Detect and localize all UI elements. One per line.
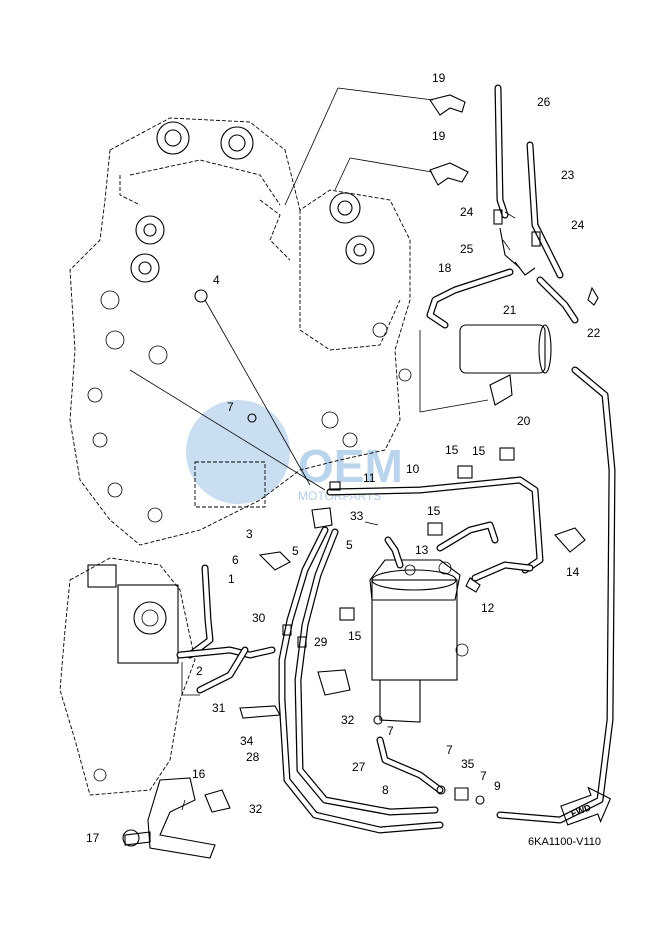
callout-15c: 15 (427, 504, 441, 518)
callout-35: 35 (461, 757, 475, 771)
callout-17: 17 (86, 831, 100, 845)
callout-24a: 24 (460, 205, 474, 219)
callout-1: 1 (228, 572, 235, 586)
callout-15b: 15 (472, 444, 486, 458)
callout-23: 23 (561, 168, 575, 182)
callout-4: 4 (213, 273, 220, 287)
vapor-separator (369, 559, 469, 723)
callout-10: 10 (406, 462, 420, 476)
callout-20: 20 (517, 414, 531, 428)
callout-19b: 19 (432, 129, 446, 143)
hoses (176, 84, 616, 834)
callout-21: 21 (503, 303, 517, 317)
callout-9: 9 (494, 779, 501, 793)
callout-8: 8 (382, 783, 389, 797)
callout-7c: 7 (446, 743, 453, 757)
callout-15d: 15 (348, 629, 362, 643)
callout-11: 11 (363, 471, 376, 485)
callout-6: 6 (232, 553, 239, 567)
callout-5a: 5 (292, 544, 299, 558)
callout-16: 16 (192, 767, 206, 781)
fwd-arrow-badge: FWD (560, 786, 612, 826)
callout-12: 12 (481, 601, 495, 615)
callout-7d: 7 (480, 769, 487, 783)
diagram-code: 6KA1100-V110 (528, 836, 601, 848)
callout-14: 14 (566, 565, 580, 579)
callout-7b: 7 (387, 724, 394, 738)
callout-13: 13 (415, 543, 429, 557)
small-parts (194, 94, 599, 813)
fwd-label: FWD (570, 802, 593, 819)
lower-engine (59, 557, 196, 796)
callout-25: 25 (460, 242, 474, 256)
callout-28: 28 (246, 750, 260, 764)
callout-18: 18 (438, 261, 452, 275)
callout-22: 22 (587, 326, 601, 340)
callout-31: 31 (212, 701, 226, 715)
callout-27: 27 (352, 760, 366, 774)
leaders (129, 87, 516, 811)
callout-32b: 32 (249, 802, 263, 816)
callout-2: 2 (196, 664, 203, 678)
callout-24b: 24 (571, 218, 585, 232)
canister (459, 324, 552, 406)
callout-19a: 19 (432, 71, 446, 85)
callout-3: 3 (246, 527, 253, 541)
callout-7a: 7 (227, 400, 234, 414)
callout-33: 33 (350, 509, 364, 523)
callouts: 1 2 3 4 5 5 6 7 7 7 7 8 9 10 11 12 13 14… (86, 71, 601, 845)
callout-30: 30 (252, 611, 266, 625)
callout-29: 29 (314, 635, 328, 649)
callout-5b: 5 (346, 538, 353, 552)
callout-26: 26 (537, 95, 551, 109)
callout-32a: 32 (341, 713, 355, 727)
watermark-globe-icon (186, 400, 290, 504)
watermark-text: OEM (298, 440, 403, 492)
callout-15a: 15 (445, 443, 459, 457)
callout-34: 34 (240, 734, 254, 748)
bracket (122, 777, 216, 859)
engine-block (69, 117, 412, 546)
